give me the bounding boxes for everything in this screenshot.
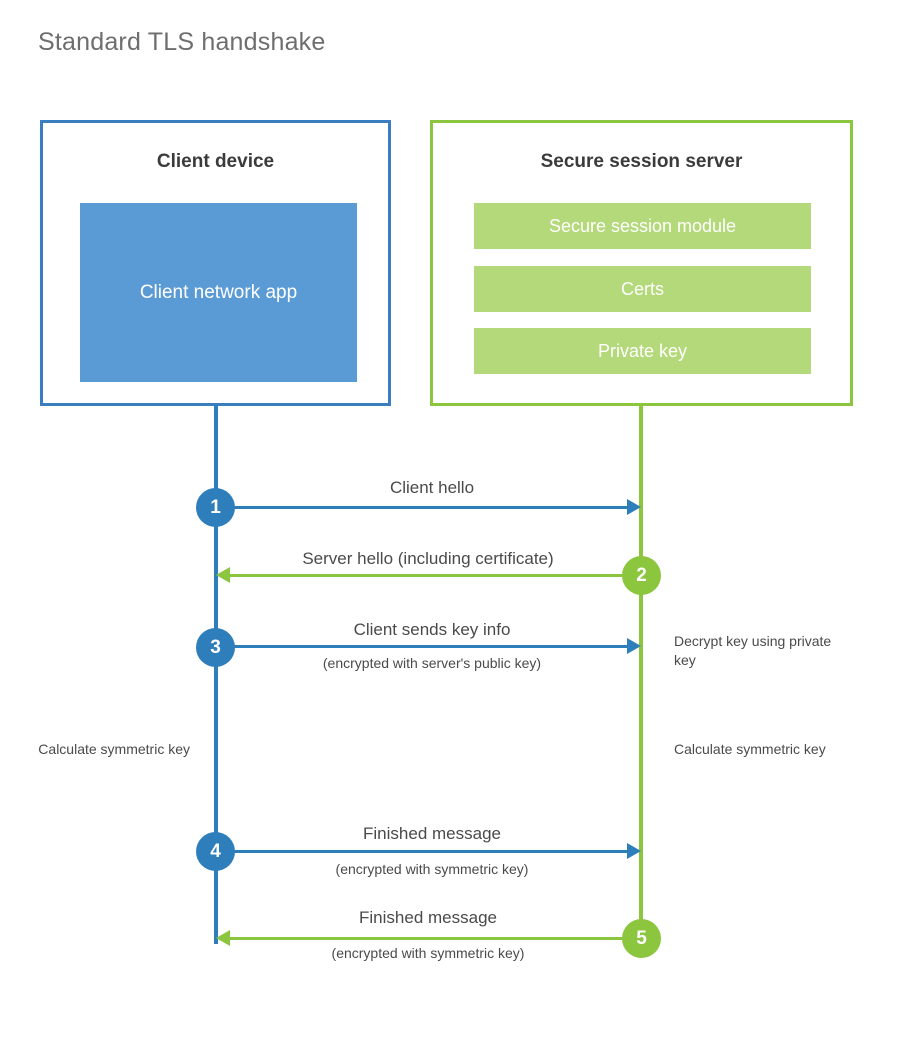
step-5-sublabel: (encrypted with symmetric key) bbox=[331, 945, 525, 961]
step-5-marker: 5 bbox=[622, 919, 661, 958]
step-5-arrow-line bbox=[226, 937, 624, 940]
step-5-arrow-head-icon bbox=[216, 930, 230, 946]
step-2-marker: 2 bbox=[622, 556, 661, 595]
client-device-title: Client device bbox=[156, 151, 275, 172]
server-block-private-key: Private key bbox=[474, 328, 811, 374]
client-network-app-block: Client network app bbox=[80, 203, 357, 382]
step-4-label: Finished message bbox=[363, 824, 501, 843]
step-4-sublabel: (encrypted with symmetric key) bbox=[335, 861, 529, 877]
secure-session-server-title: Secure session server bbox=[540, 151, 743, 172]
note-client-calculate-symmetric-key: Calculate symmetric key bbox=[38, 741, 190, 757]
step-2-arrow-head-icon bbox=[216, 567, 230, 583]
step-1-arrow-line bbox=[232, 506, 638, 509]
step-3-marker: 3 bbox=[196, 628, 235, 667]
step-4-marker: 4 bbox=[196, 832, 235, 871]
server-lifeline bbox=[639, 405, 643, 939]
secure-session-server-box: Secure session server Secure session mod… bbox=[430, 120, 853, 406]
step-1-label: Client hello bbox=[389, 478, 475, 497]
step-3-arrow-line bbox=[232, 645, 638, 648]
page-title: Standard TLS handshake bbox=[38, 28, 326, 56]
step-3-label: Client sends key info bbox=[353, 620, 511, 639]
client-lifeline bbox=[214, 405, 218, 944]
server-block-certs: Certs bbox=[474, 266, 811, 312]
client-device-box: Client device Client network app bbox=[40, 120, 391, 406]
step-3-sublabel: (encrypted with server's public key) bbox=[322, 655, 542, 671]
server-block-secure-session-module: Secure session module bbox=[474, 203, 811, 249]
step-1-arrow-head-icon bbox=[627, 499, 641, 515]
step-4-arrow-head-icon bbox=[627, 843, 641, 859]
note-server-calculate-symmetric-key: Calculate symmetric key bbox=[674, 741, 826, 757]
note-decrypt-key: Decrypt key using private key bbox=[674, 633, 832, 668]
step-3-arrow-head-icon bbox=[627, 638, 641, 654]
step-5-label: Finished message bbox=[359, 908, 497, 927]
step-4-arrow-line bbox=[232, 850, 638, 853]
step-2-arrow-line bbox=[226, 574, 624, 577]
step-2-label: Server hello (including certificate) bbox=[302, 549, 554, 568]
step-1-marker: 1 bbox=[196, 488, 235, 527]
